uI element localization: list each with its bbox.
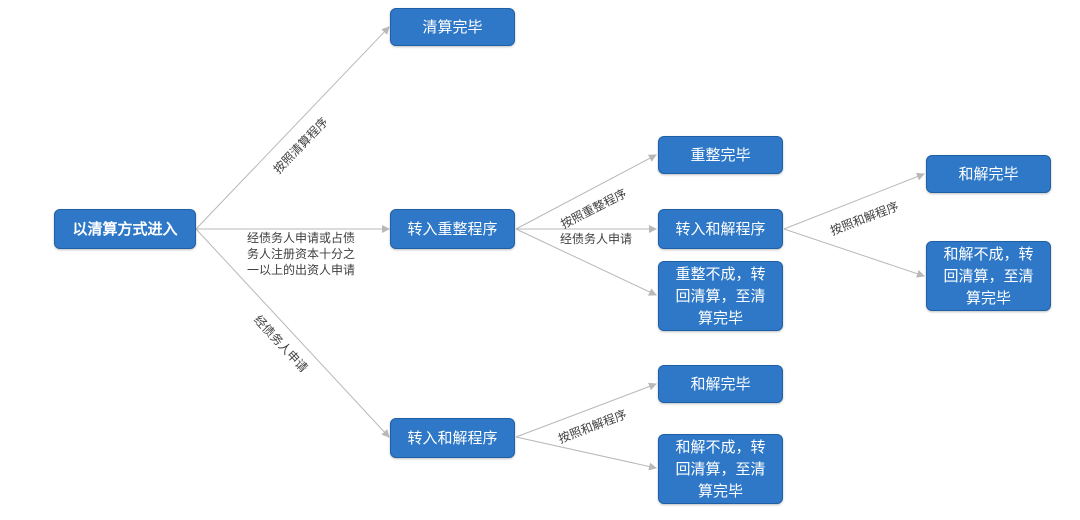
edge-settle-to-done bbox=[515, 382, 657, 438]
edge-label-creditor-apply: 经债务人申请或占债 务人注册资本十分之 一以上的出资人申请 bbox=[247, 231, 356, 277]
edge-reorg-to-done bbox=[515, 154, 657, 230]
settlement-failed-node-a[interactable]: 和解不成，转 回清算，至清 算完毕 bbox=[926, 241, 1051, 311]
edge-settle-to-fail bbox=[515, 436, 657, 471]
settlement-node[interactable]: 转入和解程序 bbox=[390, 418, 515, 458]
edge-mid-settle-to-fail bbox=[783, 228, 925, 278]
settlement-failed-node-b[interactable]: 和解不成，转 回清算，至清 算完毕 bbox=[658, 434, 783, 504]
edge-root-to-settle bbox=[195, 228, 390, 438]
edge-mid-settle-to-done bbox=[783, 172, 925, 230]
settlement-complete-node-a[interactable]: 和解完毕 bbox=[926, 155, 1051, 193]
edge-root-to-qs-done bbox=[195, 26, 390, 230]
edge-reorg-to-fail bbox=[515, 228, 657, 296]
settlement-complete-node-b[interactable]: 和解完毕 bbox=[658, 365, 783, 403]
reorg-to-settlement-node[interactable]: 转入和解程序 bbox=[658, 209, 783, 249]
reorganization-node[interactable]: 转入重整程序 bbox=[390, 209, 515, 249]
edge-label-debtor-apply-mid: 经债务人申请 bbox=[560, 232, 633, 246]
reorganization-failed-node[interactable]: 重整不成，转 回清算，至清 算完毕 bbox=[658, 261, 783, 331]
reorganization-complete-node[interactable]: 重整完毕 bbox=[658, 136, 783, 174]
liquidation-complete-node[interactable]: 清算完毕 bbox=[390, 8, 515, 46]
start-node[interactable]: 以清算方式进入 bbox=[54, 209, 196, 249]
